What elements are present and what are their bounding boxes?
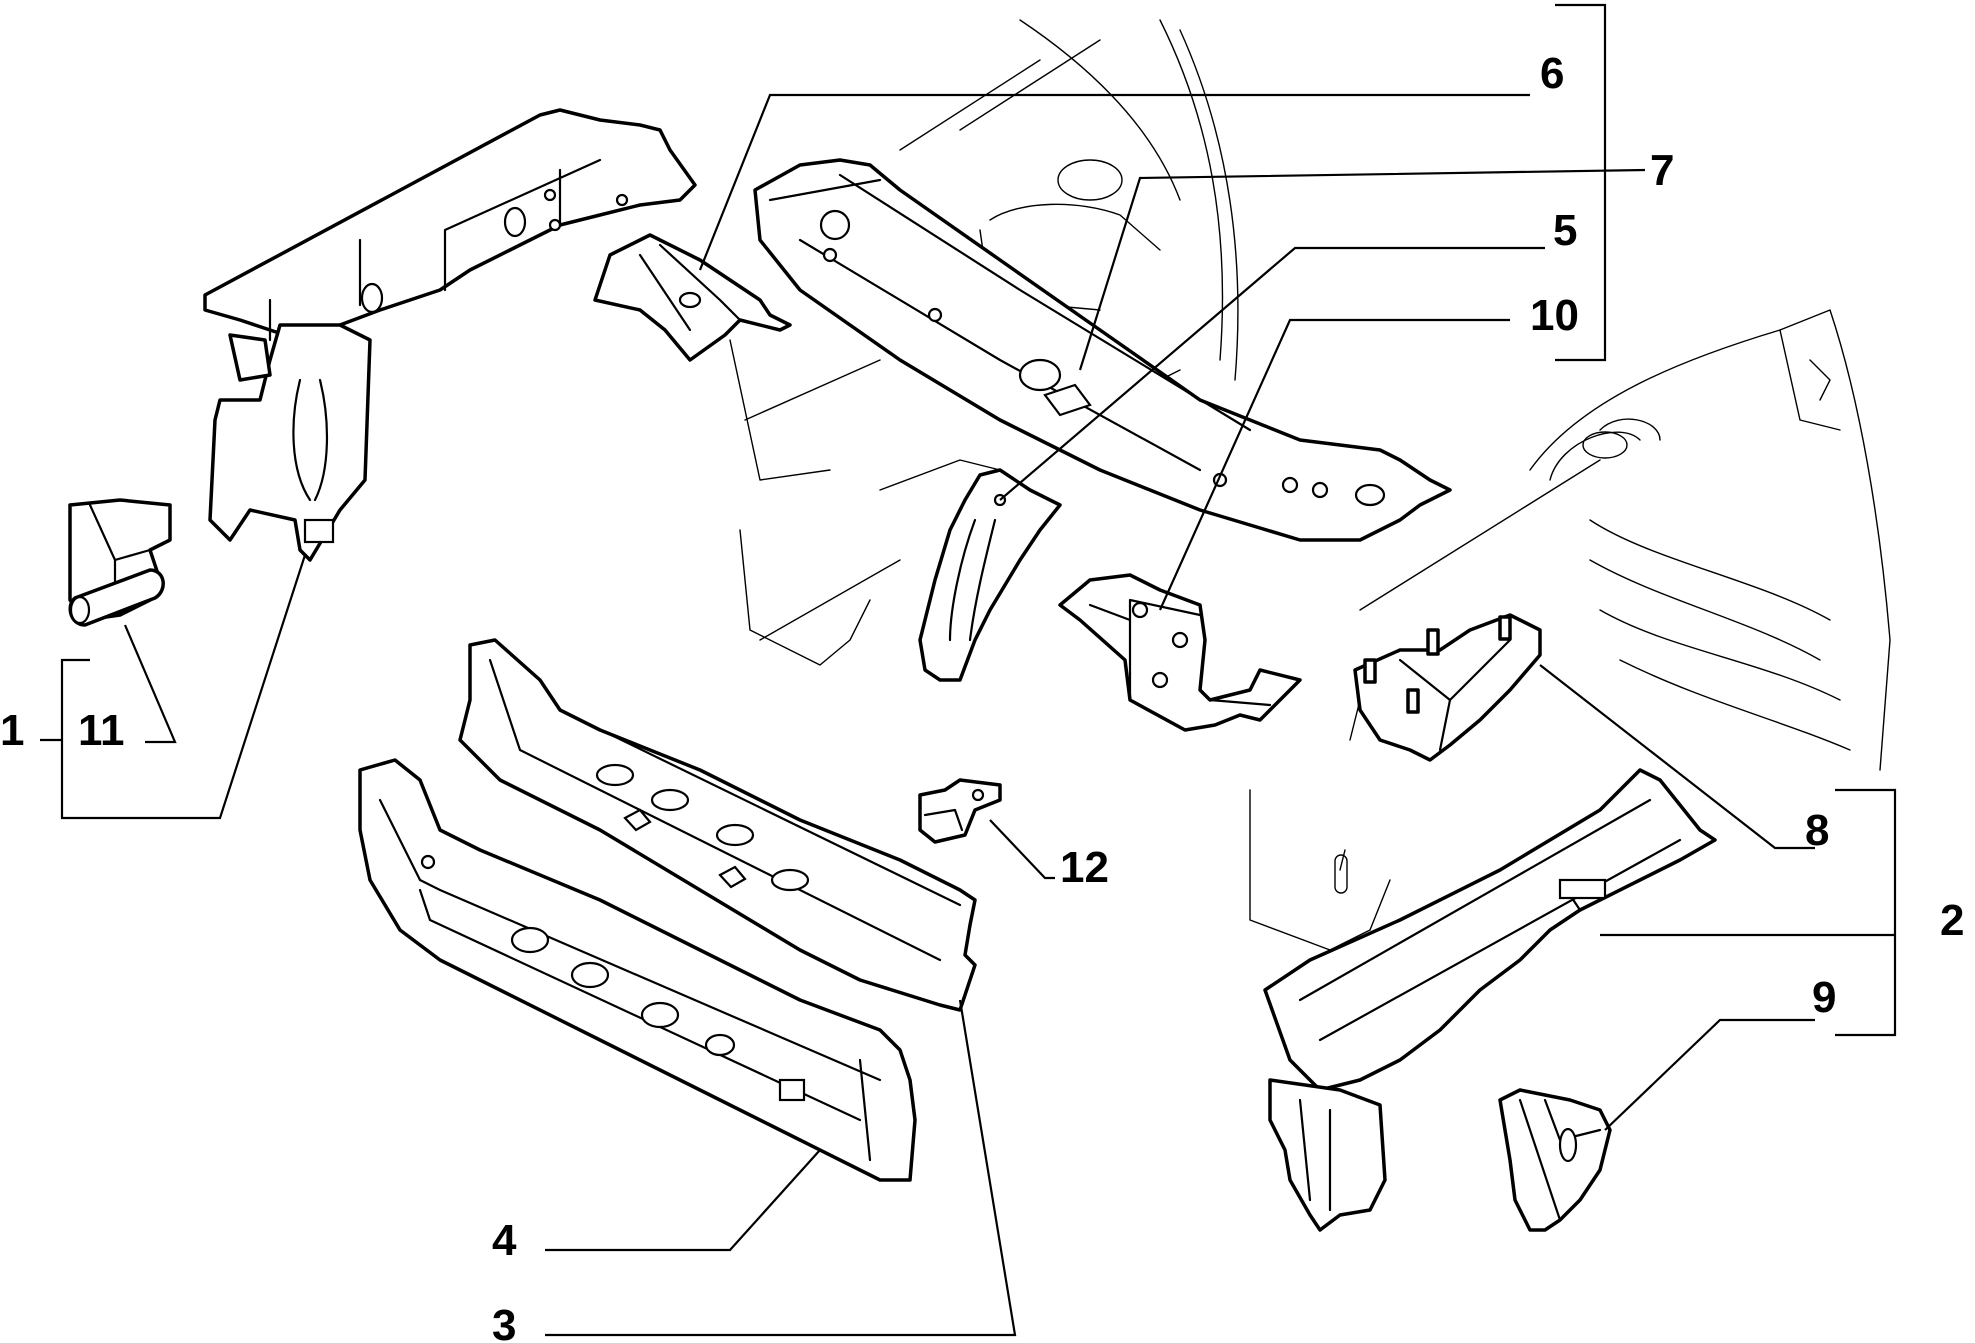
part-8-stud-bracket [1353, 613, 1542, 762]
callout-labels: 1 2 3 4 5 6 7 8 9 10 11 12 [0, 49, 1964, 1343]
part-6-bracket [593, 233, 792, 362]
part-2-right-side-member [1263, 768, 1717, 1232]
callout-10: 10 [1530, 291, 1579, 340]
part-7-upper-crossmember [753, 158, 1452, 542]
part-3-lower-crossmember [458, 638, 977, 1012]
part-9-bracket [1498, 1088, 1612, 1232]
callout-11: 11 [78, 706, 125, 755]
part-4-bumper-reinforcement [358, 758, 917, 1182]
callout-3: 3 [492, 1301, 516, 1343]
callout-12: 12 [1060, 843, 1109, 892]
part-1-left-side-member [203, 108, 697, 562]
callout-7: 7 [1650, 146, 1674, 195]
callout-8: 8 [1805, 806, 1829, 855]
callout-9: 9 [1812, 973, 1836, 1022]
part-11-bracket [68, 498, 172, 627]
callout-6: 6 [1540, 49, 1564, 98]
callout-4: 4 [492, 1216, 517, 1265]
part-5-stay [918, 468, 1062, 682]
callout-5: 5 [1553, 206, 1577, 255]
leader-lines [40, 3, 1897, 1337]
part-12-clip [918, 778, 1002, 844]
callout-1: 1 [0, 706, 24, 755]
part-10-bracket [1058, 573, 1302, 732]
callout-2: 2 [1940, 896, 1964, 945]
